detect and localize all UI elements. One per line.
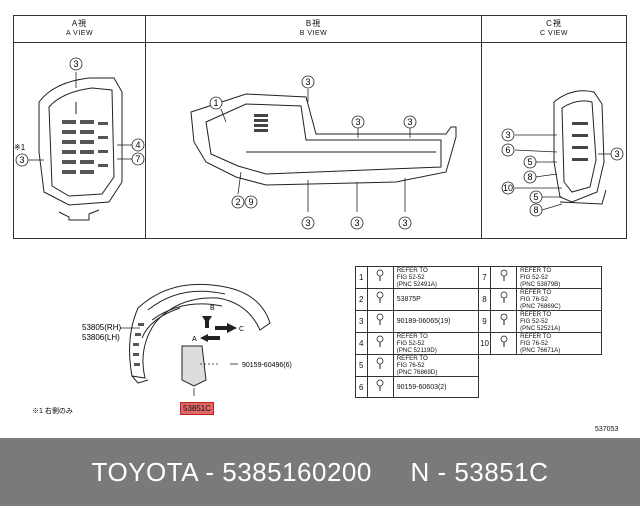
legend-number: 8 [478, 288, 491, 311]
fastener-icon [489, 310, 518, 333]
mudguard-part-label: 53851C [180, 402, 215, 415]
fastener-icon [366, 376, 394, 398]
b-callout-2: 2 [235, 197, 240, 207]
screw-part-label: 90159-60496(6) [242, 362, 292, 369]
c-view-panel: C視 C VIEW [482, 16, 626, 238]
c-callout-5-lower: 5 [533, 192, 538, 202]
legend-empty [479, 355, 602, 377]
c-callout-3: 3 [505, 130, 510, 140]
part-label-53806: 53806(LH) [82, 333, 120, 342]
figure-code: 537053 [595, 426, 619, 433]
fender-liner-diagram: 53805(RH) 53806(LH) B C A 90159-60496(6)… [32, 283, 292, 415]
b-callout-3-right: 3 [407, 117, 412, 127]
legend-number: 5 [355, 354, 368, 377]
b-callout-9: 9 [248, 197, 253, 207]
c-callout-8-upper: 8 [527, 172, 532, 182]
b-callout-3-bottom-3: 3 [402, 218, 407, 228]
fastener-icon [366, 354, 394, 377]
legend-number: 7 [478, 266, 491, 289]
a-view-drawing: 3 3 ※1 4 7 [14, 57, 145, 221]
b-view-title-jp: B視 [305, 19, 322, 28]
arrow-label-b: B [210, 305, 215, 312]
legend-number: 4 [355, 332, 368, 355]
legend-number: 2 [355, 288, 368, 311]
a-callout-3-left: 3 [19, 155, 24, 165]
fastener-icon [366, 266, 394, 289]
a-note-mark: ※1 [14, 143, 26, 152]
c-callout-5-upper: 5 [527, 157, 532, 167]
a-view-title-jp: A視 [71, 19, 88, 28]
legend-description: 90189-06065(19) [392, 310, 480, 333]
fastener-icon [366, 310, 394, 333]
legend-number: 9 [478, 310, 491, 333]
a-callout-7: 7 [135, 154, 140, 164]
legend-description: 90159-60603(2) [392, 376, 480, 398]
c-view-title-jp: C視 [546, 19, 562, 28]
b-view-drawing: 3 3 3 1 3 3 3 2 9 [190, 75, 457, 230]
fastener-icon [489, 266, 518, 289]
a-view-title-en: A VIEW [65, 30, 94, 37]
legend-number: 10 [478, 332, 491, 355]
a-view-header: A視 A VIEW [14, 16, 145, 43]
c-view-title-en: C VIEW [540, 30, 568, 37]
legend-row: 6 90159-60603(2) [355, 376, 602, 398]
fastener-icon [366, 288, 394, 311]
part-number-text: TOYOTA - 5385160200 N - 53851C [91, 457, 549, 487]
c-callout-8-lower: 8 [533, 205, 538, 215]
part-number-banner: TOYOTA - 5385160200 N - 53851C [0, 438, 640, 506]
a-view-panel: A視 A VIEW [14, 16, 146, 238]
c-callout-6: 6 [505, 145, 510, 155]
c-callout-3-right: 3 [614, 149, 619, 159]
legend-number: 3 [355, 310, 368, 333]
fastener-icon [489, 288, 518, 311]
legend-description: 53875P [392, 288, 480, 311]
b-view-panel: B視 B VIEW [146, 16, 482, 238]
views-panel: A視 A VIEW [13, 15, 627, 239]
c-view-header: C視 C VIEW [482, 16, 626, 43]
arrow-label-c: C [239, 326, 244, 333]
fastener-icon [489, 332, 518, 355]
arrow-label-a: A [192, 336, 197, 343]
note-right-side-only: ※1 右側のみ [32, 406, 73, 415]
b-callout-3-top: 3 [305, 77, 310, 87]
fastener-icon [366, 332, 394, 355]
c-callout-10: 10 [503, 183, 513, 193]
legend-empty [479, 377, 602, 398]
b-callout-3-bottom-1: 3 [305, 218, 310, 228]
legend-number: 6 [355, 376, 368, 398]
c-view-drawing: 3 6 5 8 10 5 8 3 [501, 90, 624, 217]
b-callout-3-bottom-2: 3 [354, 218, 359, 228]
a-callout-3: 3 [73, 59, 78, 69]
part-label-53805: 53805(RH) [82, 323, 121, 332]
b-callout-3-mid: 3 [355, 117, 360, 127]
b-view-title-en: B VIEW [299, 30, 328, 37]
b-callout-1: 1 [213, 98, 218, 108]
a-callout-4: 4 [135, 140, 140, 150]
legend-number: 1 [355, 266, 368, 289]
b-view-header: B視 B VIEW [146, 16, 481, 43]
